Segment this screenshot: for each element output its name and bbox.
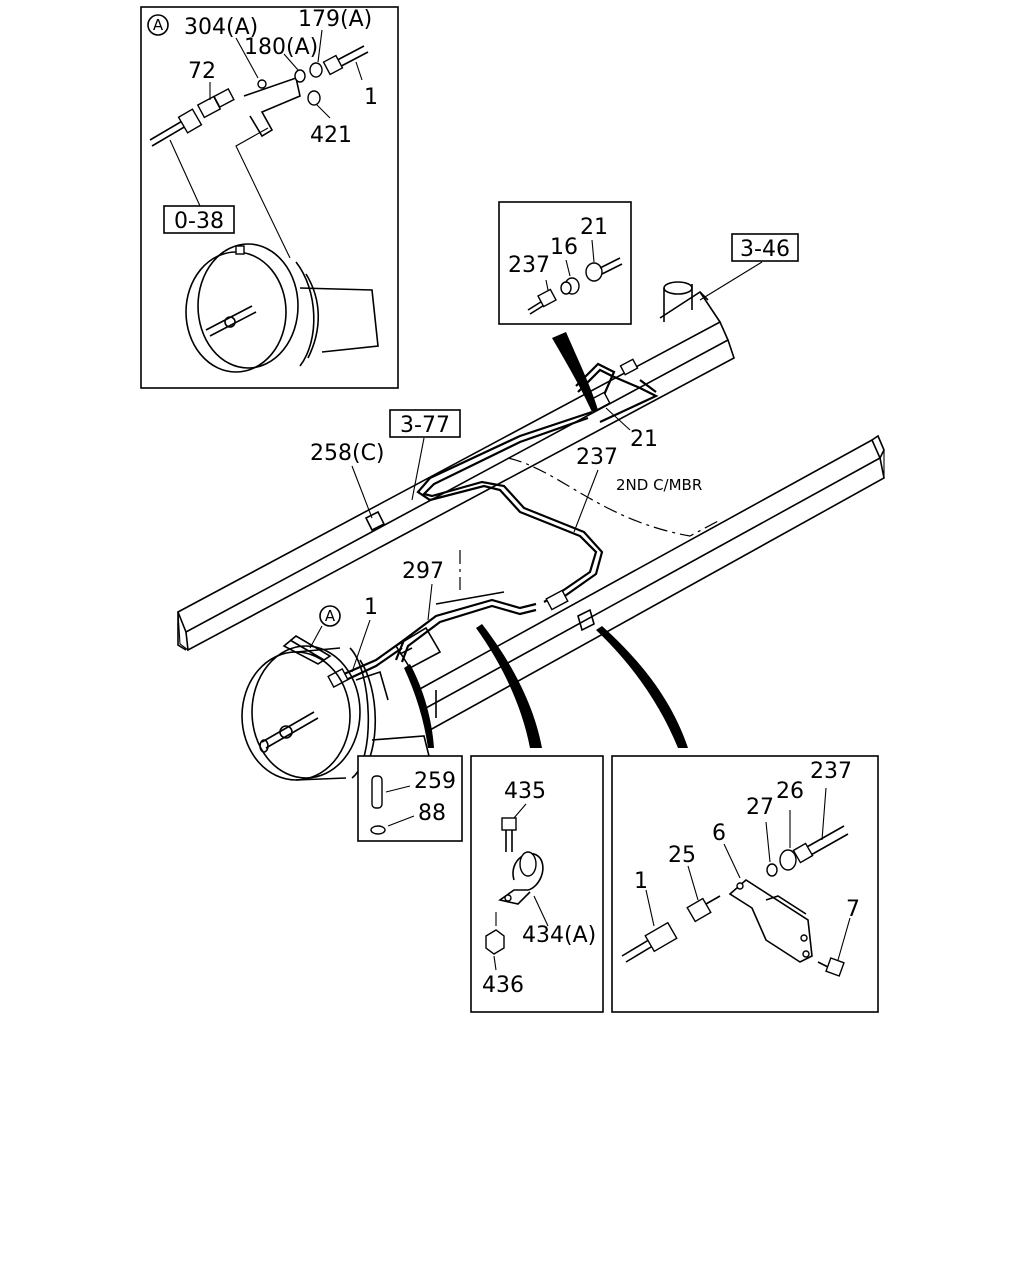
main-a-marker: A bbox=[325, 607, 336, 625]
label-1-f: 1 bbox=[634, 869, 648, 894]
label-259: 259 bbox=[414, 769, 456, 794]
label-180a: 180(A) bbox=[244, 35, 318, 60]
label-435: 435 bbox=[504, 779, 546, 804]
inset-f-panel: 237 27 26 25 6 1 7 bbox=[611, 755, 879, 1013]
label-237-f: 237 bbox=[810, 759, 852, 784]
label-304a: 304(A) bbox=[184, 15, 258, 40]
label-21-main: 21 bbox=[630, 427, 658, 452]
label-297: 297 bbox=[402, 559, 444, 584]
label-237-main: 237 bbox=[576, 445, 618, 470]
label-1-main: 1 bbox=[364, 595, 378, 620]
label-434a: 434(A) bbox=[522, 923, 596, 948]
label-7: 7 bbox=[846, 897, 860, 922]
inset-a-panel: A 304(A) 179(A) 180(A) 72 1 421 0-38 bbox=[140, 6, 399, 389]
label-1-inset: 1 bbox=[364, 85, 378, 110]
label-72: 72 bbox=[188, 59, 216, 84]
label-6: 6 bbox=[712, 821, 726, 846]
inset-a-marker: A bbox=[153, 16, 164, 34]
label-237-b: 237 bbox=[508, 253, 550, 278]
label-27: 27 bbox=[746, 795, 774, 820]
label-21-b: 21 bbox=[580, 215, 608, 240]
label-2nd-crossmember: 2ND C/MBR bbox=[616, 476, 702, 494]
label-436: 436 bbox=[482, 973, 524, 998]
ref-box-3-77: 3-77 bbox=[400, 413, 450, 438]
label-258c: 258(C) bbox=[310, 441, 385, 466]
label-25: 25 bbox=[668, 843, 696, 868]
main-callouts: 3-46 3-77 21 237 2ND C/MBR 258(C) 297 A … bbox=[309, 233, 799, 748]
brake-chamber-main bbox=[241, 635, 431, 781]
ref-box-0-38: 0-38 bbox=[174, 209, 224, 234]
label-26: 26 bbox=[776, 779, 804, 804]
label-421: 421 bbox=[310, 123, 352, 148]
inset-d-panel: 259 88 bbox=[357, 755, 463, 842]
label-88: 88 bbox=[418, 801, 446, 826]
ref-box-3-46: 3-46 bbox=[740, 237, 790, 262]
inset-b-panel: 237 16 21 bbox=[498, 201, 632, 412]
label-179a: 179(A) bbox=[298, 7, 372, 32]
label-16: 16 bbox=[550, 235, 578, 260]
inset-e-panel: 435 434(A) 436 bbox=[470, 755, 604, 1013]
